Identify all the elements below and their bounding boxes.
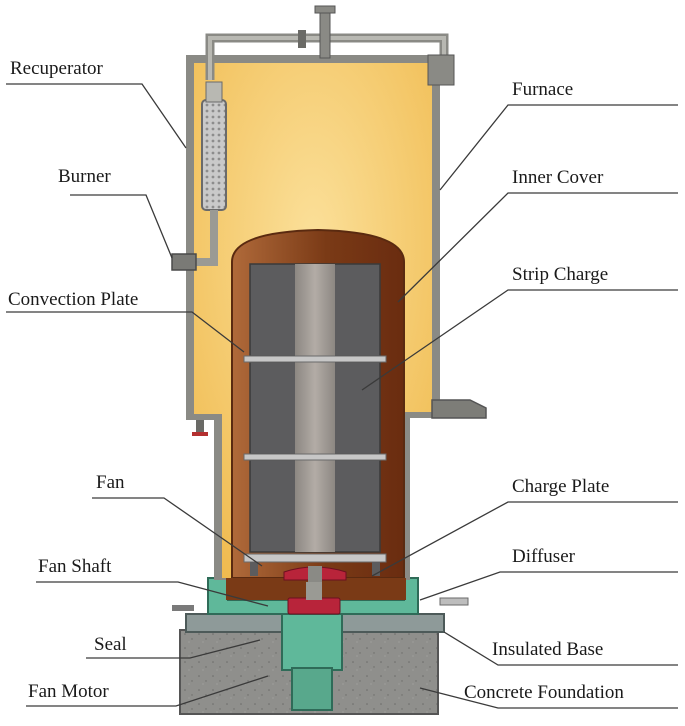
label-strip-charge: Strip Charge bbox=[512, 264, 608, 285]
strip-charge bbox=[244, 264, 386, 552]
label-inner-cover: Inner Cover bbox=[512, 167, 604, 188]
fan-motor bbox=[282, 612, 342, 670]
valve-cap bbox=[315, 6, 335, 13]
valve-flange bbox=[298, 30, 306, 48]
recuperator-top bbox=[206, 82, 222, 102]
label-fan: Fan bbox=[96, 472, 125, 493]
burner bbox=[172, 254, 196, 270]
label-concrete-foundation: Concrete Foundation bbox=[464, 682, 624, 703]
label-seal: Seal bbox=[94, 634, 127, 655]
furnace-lug-foot bbox=[192, 432, 208, 436]
label-insulated-base: Insulated Base bbox=[492, 639, 603, 660]
fan-shaft-core bbox=[306, 582, 322, 600]
valve-stem bbox=[320, 8, 330, 58]
furnace-flange bbox=[432, 400, 486, 418]
label-diffuser: Diffuser bbox=[512, 546, 576, 567]
convection-plate-1 bbox=[244, 356, 386, 362]
recuperator bbox=[202, 100, 226, 210]
label-charge-plate: Charge Plate bbox=[512, 476, 609, 497]
furnace-lug bbox=[196, 420, 204, 434]
charge-plate-support-l bbox=[250, 562, 258, 576]
seal-right bbox=[440, 598, 468, 605]
fan-shaft bbox=[288, 598, 340, 614]
charge-plate bbox=[244, 554, 386, 562]
label-recuperator: Recuperator bbox=[10, 58, 104, 79]
label-fan-shaft: Fan Shaft bbox=[38, 556, 112, 577]
fan-hub bbox=[308, 566, 322, 582]
label-fan-motor: Fan Motor bbox=[28, 681, 109, 702]
convection-plate-2 bbox=[244, 454, 386, 460]
pipe-elbow bbox=[428, 55, 454, 85]
label-convection-plate: Convection Plate bbox=[8, 289, 138, 310]
label-furnace: Furnace bbox=[512, 79, 573, 100]
fan-motor-lower bbox=[292, 668, 332, 710]
label-burner: Burner bbox=[58, 166, 111, 187]
seal-left bbox=[172, 605, 194, 611]
